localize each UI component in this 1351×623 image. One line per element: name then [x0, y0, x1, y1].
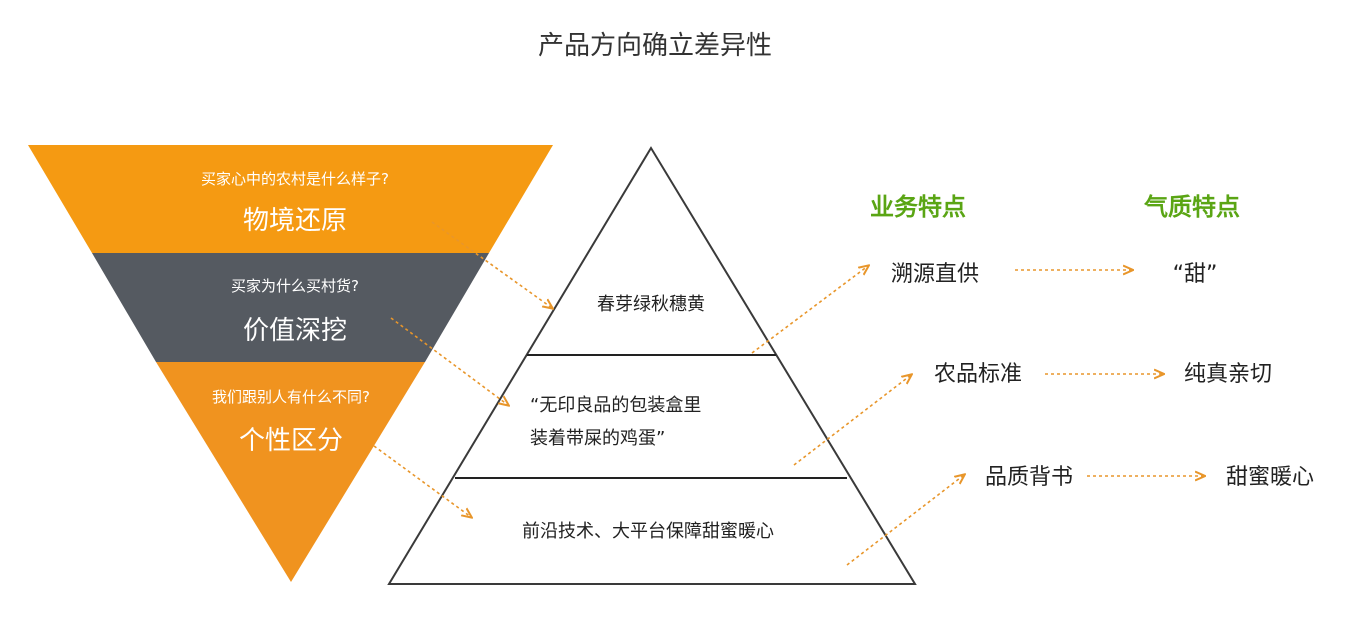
quality-column-header: 气质特点	[1143, 193, 1240, 221]
arrow-funnel-2	[390, 317, 508, 405]
funnel-band-2-heading: 价值深挖	[243, 316, 347, 346]
funnel-to-pyramid-arrows	[373, 221, 552, 517]
pyramid-level-3-text: 前沿技术、大平台保障甜蜜暖心	[522, 521, 774, 542]
pyramid-outline	[387, 146, 917, 585]
page-title: 产品方向确立差异性	[538, 31, 772, 61]
business-item-1: 溯源直供	[891, 262, 979, 287]
funnel-band-3-question: 我们跟别人有什么不同?	[212, 388, 370, 406]
arrow-business-3	[846, 475, 964, 566]
funnel: 买家心中的农村是什么样子? 物境还原 买家为什么买村货? 价值深挖 我们跟别人有…	[28, 145, 553, 582]
pyramid-level-2-line-2: 装着带屎的鸡蛋”	[530, 428, 665, 449]
funnel-band-1-question: 买家心中的农村是什么样子?	[201, 170, 389, 188]
arrow-funnel-3	[373, 445, 471, 517]
business-item-3: 品质背书	[985, 465, 1073, 490]
funnel-band-3-heading: 个性区分	[239, 426, 343, 456]
quality-item-1: “甜”	[1173, 262, 1218, 287]
arrow-funnel-1	[431, 221, 552, 308]
pyramid-level-2-line-1: “无印良品的包装盒里	[530, 395, 701, 416]
quality-item-3: 甜蜜暖心	[1226, 465, 1314, 490]
quality-item-2: 纯真亲切	[1184, 362, 1272, 387]
funnel-band-2-question: 买家为什么买村货?	[231, 277, 359, 295]
business-item-2: 农品标准	[934, 362, 1022, 387]
funnel-band-3	[156, 362, 425, 582]
funnel-band-1	[28, 145, 553, 253]
pyramid-level-1-text: 春芽绿秋穗黄	[597, 294, 705, 315]
funnel-band-1-heading: 物境还原	[243, 206, 347, 236]
pyramid-to-business-arrows	[751, 266, 964, 566]
arrow-business-2	[793, 375, 911, 466]
pyramid: 春芽绿秋穗黄 “无印良品的包装盒里 装着带屎的鸡蛋” 前沿技术、大平台保障甜蜜暖…	[387, 146, 917, 585]
business-to-quality-arrows	[1015, 270, 1204, 476]
business-column-header: 业务特点	[870, 193, 966, 221]
funnel-band-2	[92, 253, 489, 362]
arrow-business-1	[751, 266, 868, 354]
